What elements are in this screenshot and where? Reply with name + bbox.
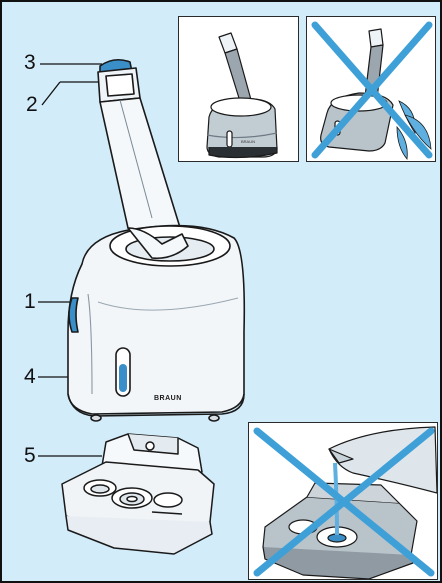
cleaning-cartridge <box>62 434 214 554</box>
panel-correct-upright: BRAUN <box>178 16 299 162</box>
upright-station-icon: BRAUN <box>179 17 299 162</box>
refill-pour-icon <box>249 423 438 580</box>
panel-wrong-refill <box>248 422 438 580</box>
brand-logo: BRAUN <box>154 395 182 402</box>
svg-text:BRAUN: BRAUN <box>241 139 255 144</box>
tilted-station-spill-icon <box>307 17 436 162</box>
panel-wrong-tilted <box>306 16 436 162</box>
